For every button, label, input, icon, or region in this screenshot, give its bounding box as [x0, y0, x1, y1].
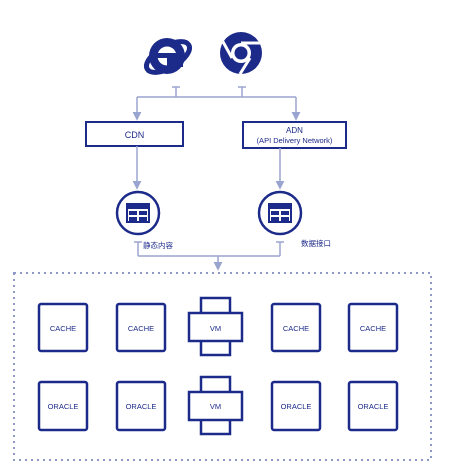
node-label: ORACLE — [281, 402, 312, 411]
adn-label: ADN — [286, 126, 303, 135]
api-label: 数据接口 — [301, 238, 331, 248]
node-label: CACHE — [50, 324, 76, 333]
oracle-node: ORACLE — [115, 380, 167, 432]
node-label: CACHE — [283, 324, 309, 333]
oracle-node: ORACLE — [347, 380, 399, 432]
adn-sublabel: (API Delivery Network) — [257, 136, 333, 145]
internet-explorer-icon — [144, 38, 192, 75]
service-connectors — [132, 146, 285, 190]
node-label: CACHE — [128, 324, 154, 333]
oracle-node: ORACLE — [37, 380, 89, 432]
vm-node: VM — [187, 296, 244, 357]
oracle-node: ORACLE — [270, 380, 322, 432]
database-icon — [126, 203, 150, 223]
static-content-node: 静态内容 — [115, 190, 173, 250]
cluster-connectors — [134, 241, 284, 271]
cache-node: CACHE — [37, 302, 89, 353]
node-label: ORACLE — [358, 402, 389, 411]
vm-node: VM — [187, 375, 244, 436]
api-node: 数据接口 — [257, 190, 331, 248]
browser-connectors — [132, 86, 301, 121]
cluster-grid: CACHE CACHE VM CACHE CACHE ORACLE ORACLE — [37, 296, 399, 436]
node-label: ORACLE — [126, 402, 157, 411]
static-content-label: 静态内容 — [143, 240, 173, 250]
chrome-icon — [220, 32, 262, 75]
node-label: CACHE — [360, 324, 386, 333]
cluster-boundary — [13, 272, 432, 461]
adn-box: ADN (API Delivery Network) — [242, 121, 347, 149]
cache-node: CACHE — [347, 302, 399, 353]
node-label: VM — [210, 324, 221, 333]
cache-node: CACHE — [270, 302, 322, 353]
node-label: VM — [210, 402, 221, 411]
database-icon — [268, 203, 292, 223]
cdn-box: CDN — [85, 121, 184, 147]
node-label: ORACLE — [48, 402, 79, 411]
cache-node: CACHE — [115, 302, 167, 353]
cdn-label: CDN — [125, 130, 145, 140]
